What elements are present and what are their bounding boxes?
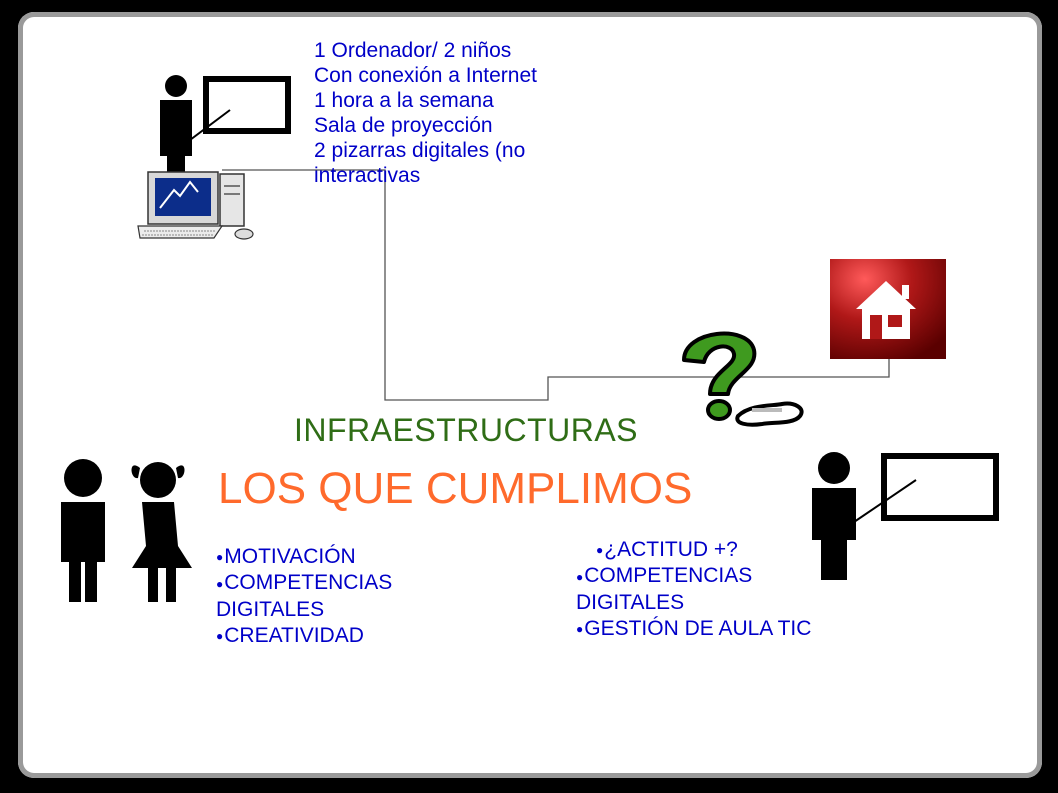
infrastructure-item: Con conexión a Internet [314, 64, 537, 87]
bullet-dot: ● [216, 576, 224, 591]
list-item-text: CREATIVIDAD [224, 623, 364, 647]
infrastructure-list: 1 Ordenador/ 2 niños Con conexión a Inte… [314, 38, 537, 188]
list-item: ●CREATIVIDAD [216, 623, 456, 649]
list-item: ●MOTIVACIÓN [216, 544, 456, 570]
teachers-list: ●¿ACTITUD +? ●COMPETENCIAS DIGITALES ●GE… [576, 537, 816, 642]
bullet-dot: ● [216, 629, 224, 644]
infrastructure-item: 2 pizarras digitales (no [314, 139, 526, 162]
list-item-text: ¿ACTITUD +? [604, 538, 738, 561]
list-item: ●¿ACTITUD +? [576, 537, 816, 563]
slide: 1 Ordenador/ 2 niños Con conexión a Inte… [18, 12, 1042, 778]
bullet-dot: ● [596, 543, 604, 558]
house-icon [830, 259, 946, 359]
bullet-dot: ● [216, 550, 224, 565]
bullet-dot: ● [576, 622, 584, 637]
bullet-dot: ● [576, 569, 584, 584]
list-item: ●GESTIÓN DE AULA TIC [576, 616, 816, 642]
heading-main: LOS QUE CUMPLIMOS [218, 464, 693, 513]
infrastructure-item: 1 hora a la semana [314, 89, 494, 112]
infrastructure-item: 1 Ordenador/ 2 niños [314, 39, 512, 62]
list-item-text: GESTIÓN DE AULA TIC [584, 616, 812, 640]
question-mark-icon [682, 331, 804, 427]
teacher-board-icon [160, 75, 291, 178]
children-icon [61, 459, 192, 602]
infrastructure-item: interactivas [314, 164, 421, 187]
connector-lines [222, 169, 890, 401]
list-item-text: COMPETENCIAS DIGITALES [216, 571, 393, 621]
heading-infrastructure: INFRAESTRUCTURAS [294, 412, 639, 448]
list-item: ●COMPETENCIAS DIGITALES [576, 563, 816, 615]
list-item-text: COMPETENCIAS DIGITALES [576, 564, 753, 614]
list-item: ●COMPETENCIAS DIGITALES [216, 570, 456, 622]
computer-icon [137, 171, 254, 240]
teacher-board-icon [812, 452, 999, 580]
students-list: ●MOTIVACIÓN ●COMPETENCIAS DIGITALES ●CRE… [216, 544, 456, 649]
connector-line-left [222, 169, 890, 401]
list-item-text: MOTIVACIÓN [224, 545, 356, 568]
infrastructure-item: Sala de proyección [314, 114, 493, 137]
